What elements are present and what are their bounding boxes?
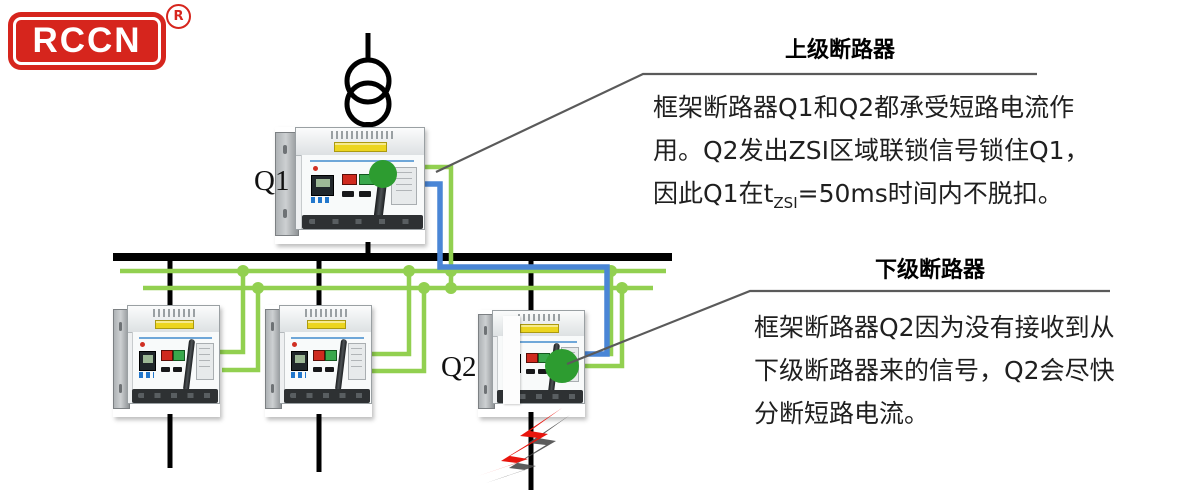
callout-lower-title: 下级断路器: [874, 258, 985, 283]
rating-label: [307, 319, 346, 330]
vent-grille: [331, 131, 394, 140]
callout-lower-line2: 下级断路器来的信号，Q2会尽快: [754, 356, 1115, 385]
indicator-panel: [195, 343, 214, 380]
off-button: [313, 350, 325, 361]
callout-upper-body: 框架断路器Q1和Q2都承受短路电流作 用。Q2发出ZSI区域联锁信号锁住Q1， …: [653, 86, 1123, 225]
rating-label: [155, 319, 194, 330]
off-button: [342, 174, 358, 186]
charging-handle: [182, 338, 196, 392]
label-q1: Q1: [254, 165, 290, 197]
callout-upper-line2: 用。Q2发出ZSI区域联锁信号锁住Q1，: [653, 136, 1090, 165]
subscript-zsi: ZSI: [773, 194, 798, 212]
breaker-feeder-2: [265, 305, 372, 417]
callout-upper-line1: 框架断路器Q1和Q2都承受短路电流作: [653, 93, 1075, 122]
rating-label: [334, 142, 388, 153]
vent-grille: [153, 309, 198, 317]
junction-dots: [237, 265, 628, 294]
rating-label: [520, 323, 559, 334]
charging-handle: [334, 338, 348, 392]
breaker-base: [132, 389, 219, 403]
trip-unit-display: [139, 351, 157, 371]
vent-grille: [518, 313, 563, 322]
racking-rail: [503, 316, 520, 404]
breaker-body: [126, 305, 220, 404]
callout-upper-line3: 因此Q1在tZSI=50ms时间内不脱扣。: [653, 179, 1063, 212]
vent-grille: [305, 309, 350, 317]
callout-lower-line3: 分断短路电流。: [754, 399, 930, 428]
trip-unit-display: [291, 351, 309, 371]
rccn-logo: RCCN: [8, 12, 166, 70]
label-q2: Q2: [441, 351, 477, 383]
off-button: [526, 353, 538, 364]
logo-frame: RCCN: [13, 17, 161, 65]
indicator-panel: [390, 167, 417, 206]
breaker-q2: [478, 310, 585, 417]
off-button: [161, 350, 173, 361]
callout-lower-body: 框架断路器Q2因为没有接收到从 下级断路器来的信号，Q2会尽快 分断短路电流。: [754, 306, 1174, 435]
callout-upper-title: 上级断路器: [784, 38, 895, 63]
breaker-body: [294, 127, 425, 230]
breaker-q1: [275, 127, 425, 244]
on-button: [173, 350, 185, 361]
transformer-icon: [344, 33, 392, 130]
breaker-base: [284, 389, 371, 403]
indicator-panel: [347, 343, 366, 380]
highlight-circle-q2: [545, 349, 579, 383]
callout-lower-line1: 框架断路器Q2因为没有接收到从: [754, 313, 1115, 342]
registered-trademark-icon: R: [166, 4, 191, 29]
trip-unit-display: [311, 175, 335, 196]
on-button: [325, 350, 337, 361]
logo-text: RCCN: [32, 21, 142, 60]
breaker-base: [301, 214, 423, 229]
highlight-circle-q1: [369, 160, 397, 188]
breaker-body: [278, 305, 372, 404]
breaker-feeder-1: [113, 305, 220, 417]
